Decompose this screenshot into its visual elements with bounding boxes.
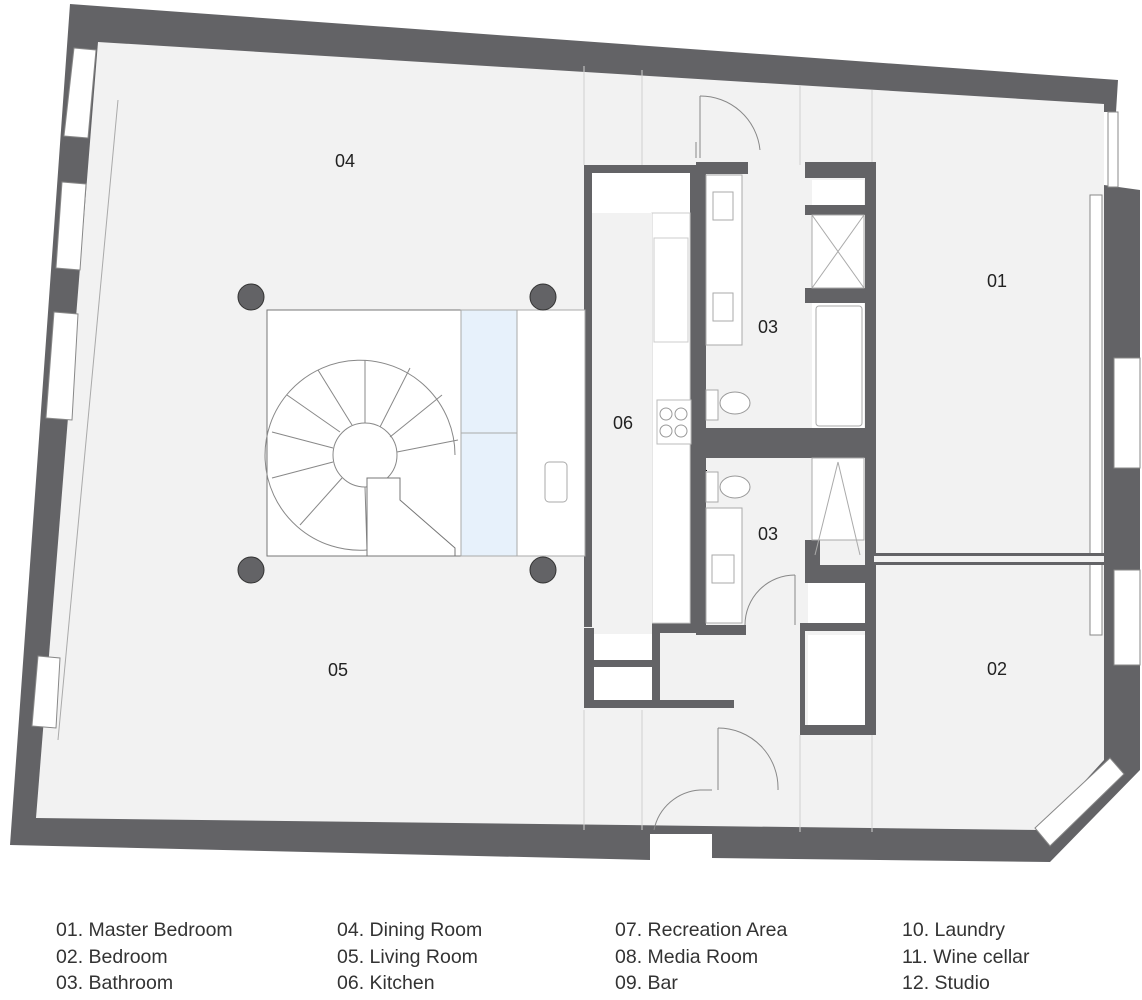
columns [237, 283, 557, 584]
legend-item: 03. Bathroom [56, 972, 174, 994]
room-label-01: 01 [987, 271, 1007, 291]
legend-item: 11. Wine cellar [902, 945, 1030, 968]
legend-item: 02. Bedroom [56, 945, 168, 968]
floor-plan: 04 05 06 03 03 01 02 [10, 4, 1141, 862]
legend-item: 04. Dining Room [337, 919, 483, 941]
room-label-05: 05 [328, 660, 348, 680]
room-label-04: 04 [335, 151, 355, 171]
legend-item: 12. Studio [902, 972, 990, 994]
legend-item: 08. Media Room [615, 945, 759, 968]
bathrooms [696, 162, 876, 735]
legend-column-2: 04. Dining Room 05. Living Room 06. Kitc… [337, 917, 482, 997]
windows-left [31, 47, 119, 741]
legend-column-3: 07. Recreation Area 08. Media Room 09. B… [615, 917, 787, 997]
room-legend: 01. Master Bedroom 02. Bedroom 03. Bathr… [0, 917, 1142, 1000]
legend-column-4: 10. Laundry 11. Wine cellar 12. Studio [902, 917, 1030, 997]
entrance-opening [650, 834, 712, 862]
kitchen-counter [584, 165, 696, 627]
windows-right [1034, 111, 1141, 847]
legend-column-1: 01. Master Bedroom 02. Bedroom 03. Bathr… [56, 917, 233, 997]
legend-item: 09. Bar [615, 972, 678, 994]
legend-item: 05. Living Room [337, 945, 478, 968]
room-label-03-upper: 03 [758, 317, 778, 337]
legend-item: 10. Laundry [902, 919, 1005, 941]
staircase [264, 309, 586, 557]
storage-units [584, 95, 779, 831]
legend-item: 01. Master Bedroom [56, 919, 233, 941]
legend-item: 07. Recreation Area [615, 919, 788, 941]
room-label-03-lower: 03 [758, 524, 778, 544]
legend-item: 06. Kitchen [337, 972, 435, 994]
cooktop [656, 399, 692, 445]
room-label-02: 02 [987, 659, 1007, 679]
room-label-06: 06 [613, 413, 633, 433]
